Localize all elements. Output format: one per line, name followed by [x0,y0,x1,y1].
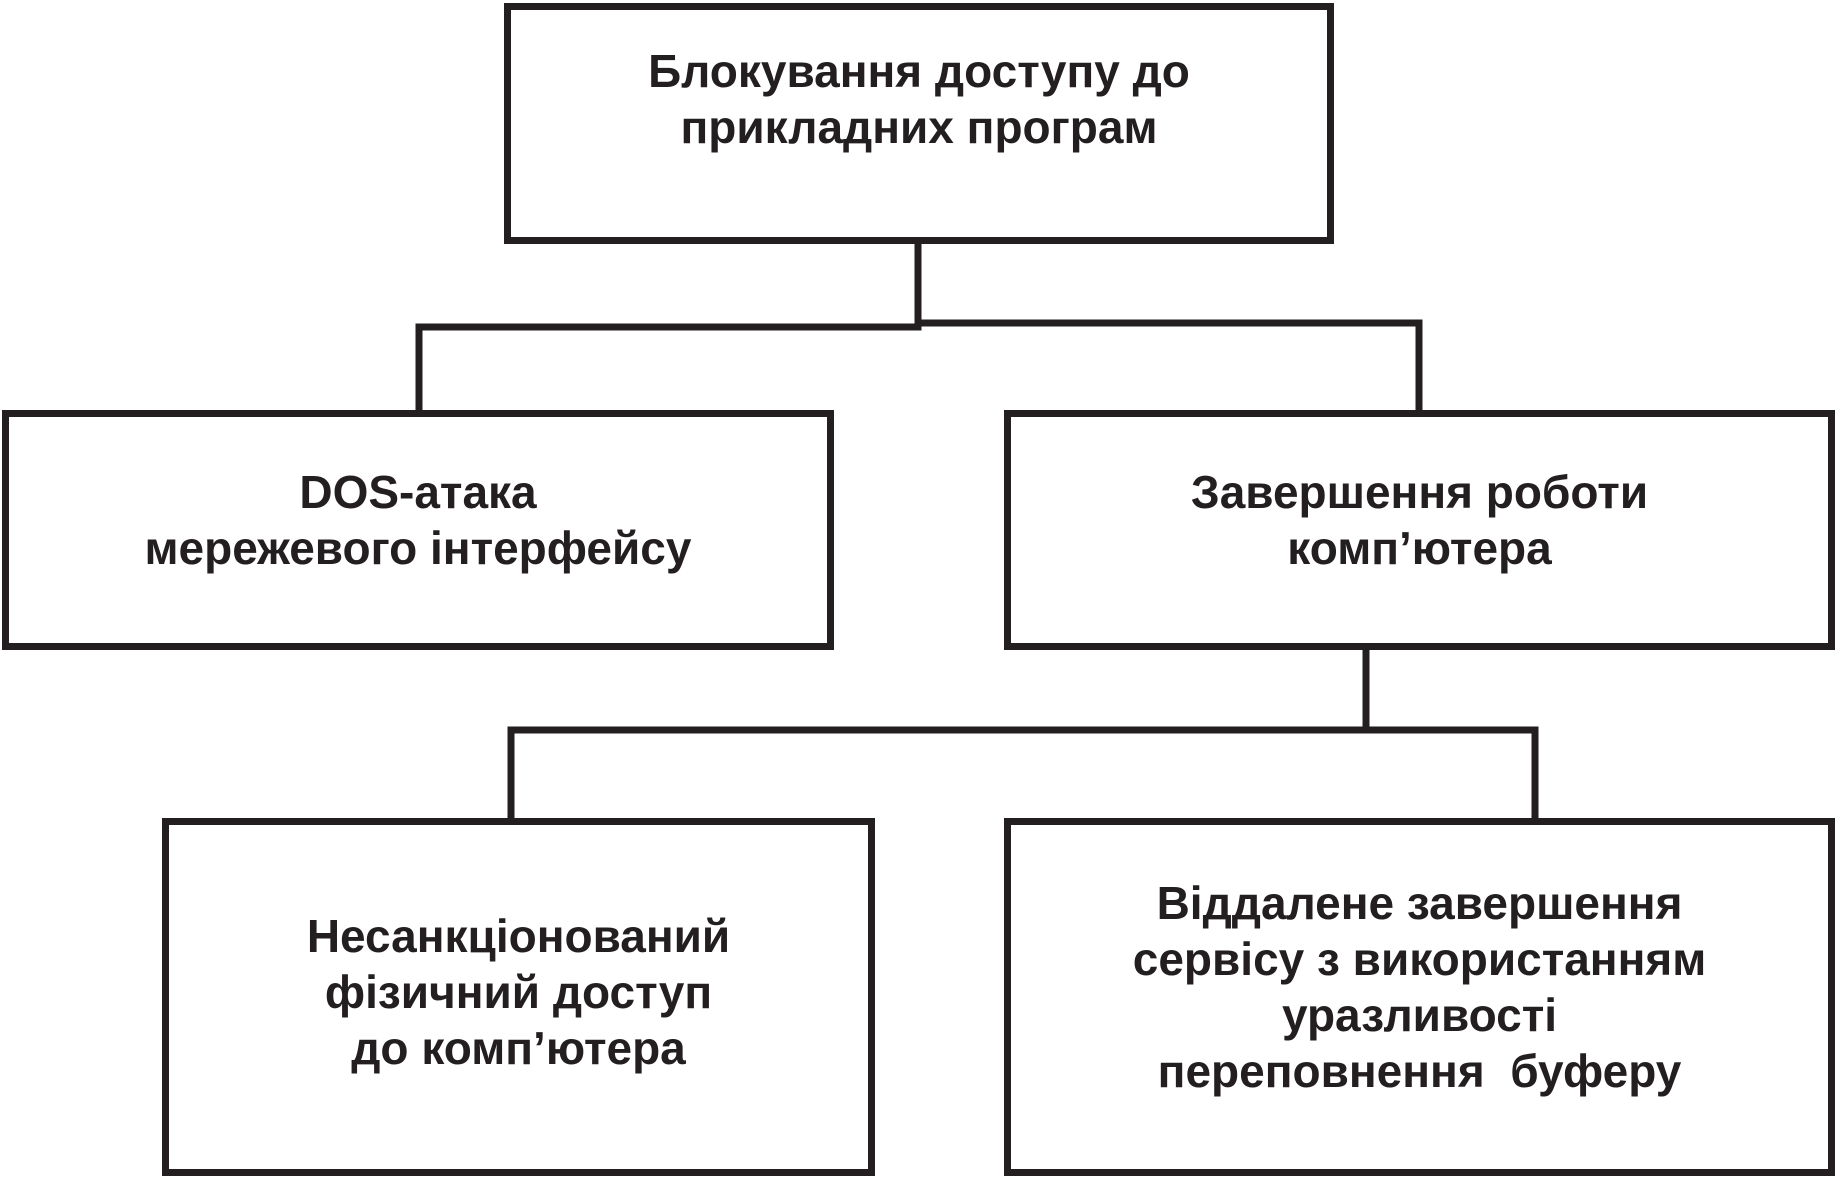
node-remote-service-termination: Віддалене завершення сервісу з використа… [1004,818,1835,1176]
node-remote-line-4: переповнення буферу [1157,1045,1682,1097]
node-remote-line-2: сервісу з використанням [1132,933,1707,985]
node-root-app-access-blocking: Блокування доступу до прикладних програм [504,3,1334,244]
node-root-line-1: Блокування доступу до [648,44,1190,97]
node-physical-line-1: Несанкціонований [306,910,731,962]
edge-root-to-dos [415,240,922,414]
node-shutdown-text: Завершення роботи комп’ютера [1191,464,1648,576]
node-computer-shutdown: Завершення роботи комп’ютера [1004,410,1835,650]
node-dos-line-2: мережевого інтерфейсу [144,522,692,574]
edge-shutdown-to-remote [1362,726,1539,822]
node-physical-line-2: фізичний доступ [324,966,713,1018]
node-dos-text: DOS-атака мережевого інтерфейсу [145,464,692,576]
node-remote-line-1: Віддалене завершення [1156,877,1683,929]
node-root-text: Блокування доступу до прикладних програм [648,43,1190,155]
node-dos-line-1: DOS-атака [299,466,537,518]
node-remote-text: Віддалене завершення сервісу з використа… [1133,875,1707,1099]
node-unauthorized-physical-access: Несанкціонований фізичний доступ до комп… [162,818,875,1176]
node-root-line-2: прикладних програм [680,100,1158,153]
node-shutdown-line-1: Завершення роботи [1190,466,1649,518]
node-physical-line-3: до комп’ютера [351,1022,686,1074]
node-physical-text: Несанкціонований фізичний доступ до комп… [307,908,730,1076]
edge-shutdown-to-physical [507,646,1370,822]
node-dos-attack: DOS-атака мережевого інтерфейсу [2,410,834,650]
node-remote-line-3: уразливості [1281,989,1558,1041]
node-shutdown-line-2: комп’ютера [1287,522,1552,574]
edge-root-to-shutdown [914,319,1423,414]
